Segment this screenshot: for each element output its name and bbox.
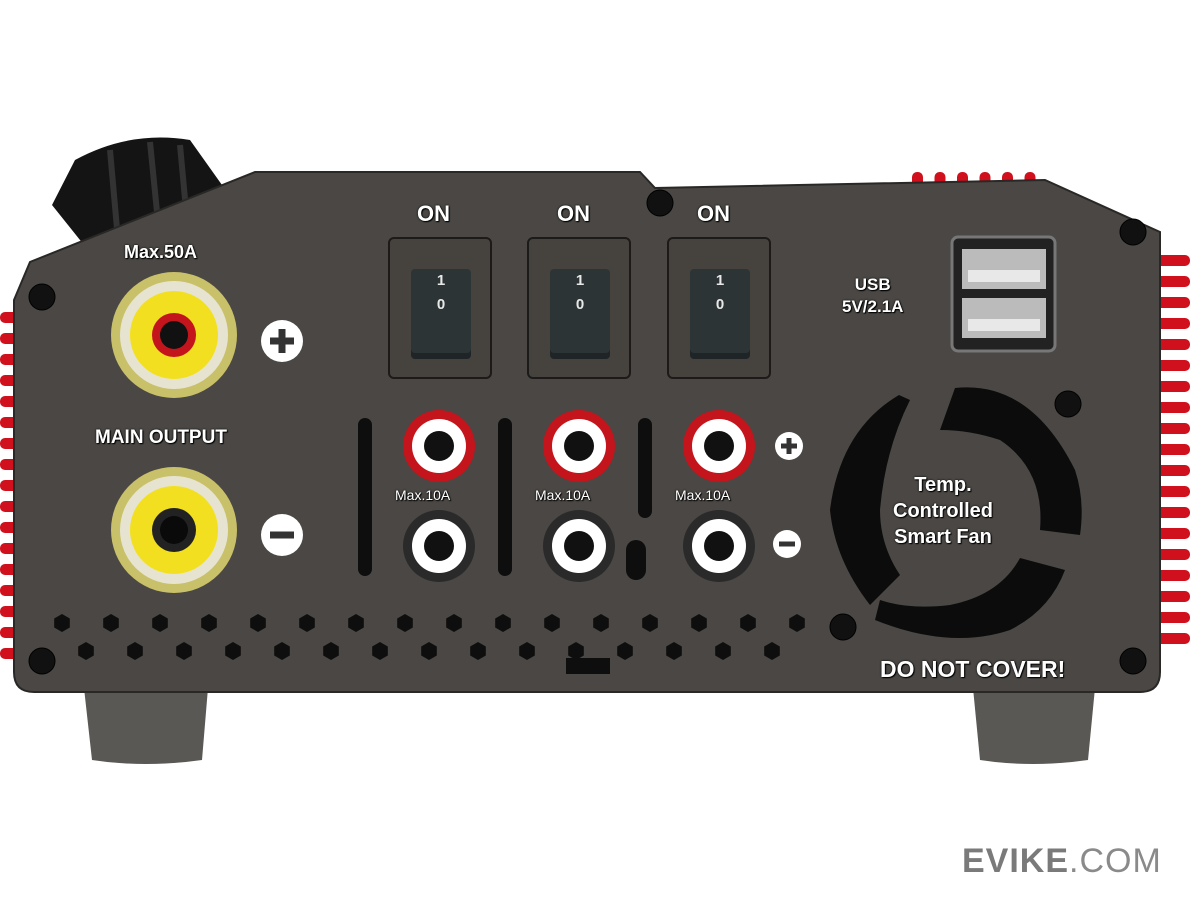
left-foot	[84, 688, 208, 764]
hex-vent	[176, 642, 192, 660]
fan-label-line3: Smart Fan	[894, 526, 992, 548]
hex-vent	[519, 642, 535, 660]
usb-label: USB 5V/2.1A	[842, 274, 903, 318]
on-mark: 1	[436, 272, 446, 289]
hex-vent	[323, 642, 339, 660]
hex-vent	[691, 614, 707, 632]
output-3-max-label: Max.10A	[675, 487, 731, 503]
usb-rating: 5V/2.1A	[842, 297, 904, 316]
screw-icon	[28, 283, 56, 311]
banana-terminals	[403, 410, 755, 582]
hex-vent	[470, 642, 486, 660]
hex-vent	[666, 642, 682, 660]
fan-grille-icon	[830, 387, 1082, 638]
small-minus-icon	[773, 530, 801, 558]
hex-vent	[593, 614, 609, 632]
screw-icon	[829, 613, 857, 641]
hex-vent	[740, 614, 756, 632]
fan-label-line1: Temp.	[914, 474, 972, 496]
hex-vent	[642, 614, 658, 632]
hex-vent	[250, 614, 266, 632]
main-negative-terminal	[111, 467, 237, 593]
hex-vent	[127, 642, 143, 660]
screw-icon	[1054, 390, 1082, 418]
output-1-max-label: Max.10A	[395, 487, 451, 503]
hex-vents	[54, 614, 805, 660]
fan-label-line2: Controlled	[893, 500, 993, 522]
output-2-max-label: Max.10A	[535, 487, 591, 503]
hex-vent	[568, 642, 584, 660]
fan-label: Temp. Controlled Smart Fan	[888, 472, 998, 550]
hex-vent	[201, 614, 217, 632]
main-output-label: MAIN OUTPUT	[95, 427, 227, 448]
off-mark: 0	[715, 296, 725, 313]
hex-vent	[274, 642, 290, 660]
vent-slots	[358, 418, 652, 580]
hex-vent	[617, 642, 633, 660]
switch-1-label: ON	[417, 201, 450, 226]
switch-2-label: ON	[557, 201, 590, 226]
hex-vent	[54, 614, 70, 632]
bottom-slot	[566, 658, 610, 674]
watermark: EVIKE.COM	[962, 842, 1162, 881]
right-foot	[973, 688, 1095, 764]
hex-vent	[152, 614, 168, 632]
hex-vent	[715, 642, 731, 660]
hex-vent	[78, 642, 94, 660]
hex-vent	[348, 614, 364, 632]
screw-icon	[646, 189, 674, 217]
off-mark: 0	[575, 296, 585, 313]
hex-vent	[495, 614, 511, 632]
screw-icon	[28, 647, 56, 675]
small-plus-icon	[775, 432, 803, 460]
usb-port-icon	[950, 235, 1057, 353]
usb-label-line1: USB	[854, 275, 891, 294]
hex-vent	[225, 642, 241, 660]
panel-screws	[28, 189, 1147, 675]
hex-vent	[372, 642, 388, 660]
off-mark: 0	[436, 296, 446, 313]
hex-vent	[397, 614, 413, 632]
do-not-cover-warning: DO NOT COVER!	[880, 656, 1066, 682]
hex-vent	[764, 642, 780, 660]
hex-vent	[789, 614, 805, 632]
hex-vent	[544, 614, 560, 632]
watermark-suffix: .COM	[1069, 842, 1162, 880]
watermark-brand: EVIKE	[962, 842, 1070, 880]
screw-icon	[1119, 218, 1147, 246]
on-mark: 1	[715, 272, 725, 289]
hex-vent	[421, 642, 437, 660]
hex-vent	[446, 614, 462, 632]
main-output-max-label: Max.50A	[124, 242, 198, 262]
on-mark: 1	[575, 272, 585, 289]
main-positive-terminal	[111, 272, 237, 398]
hex-vent	[103, 614, 119, 632]
hex-vent	[299, 614, 315, 632]
minus-icon	[261, 514, 303, 556]
switch-3-label: ON	[697, 201, 730, 226]
plus-icon	[261, 320, 303, 362]
screw-icon	[1119, 647, 1147, 675]
